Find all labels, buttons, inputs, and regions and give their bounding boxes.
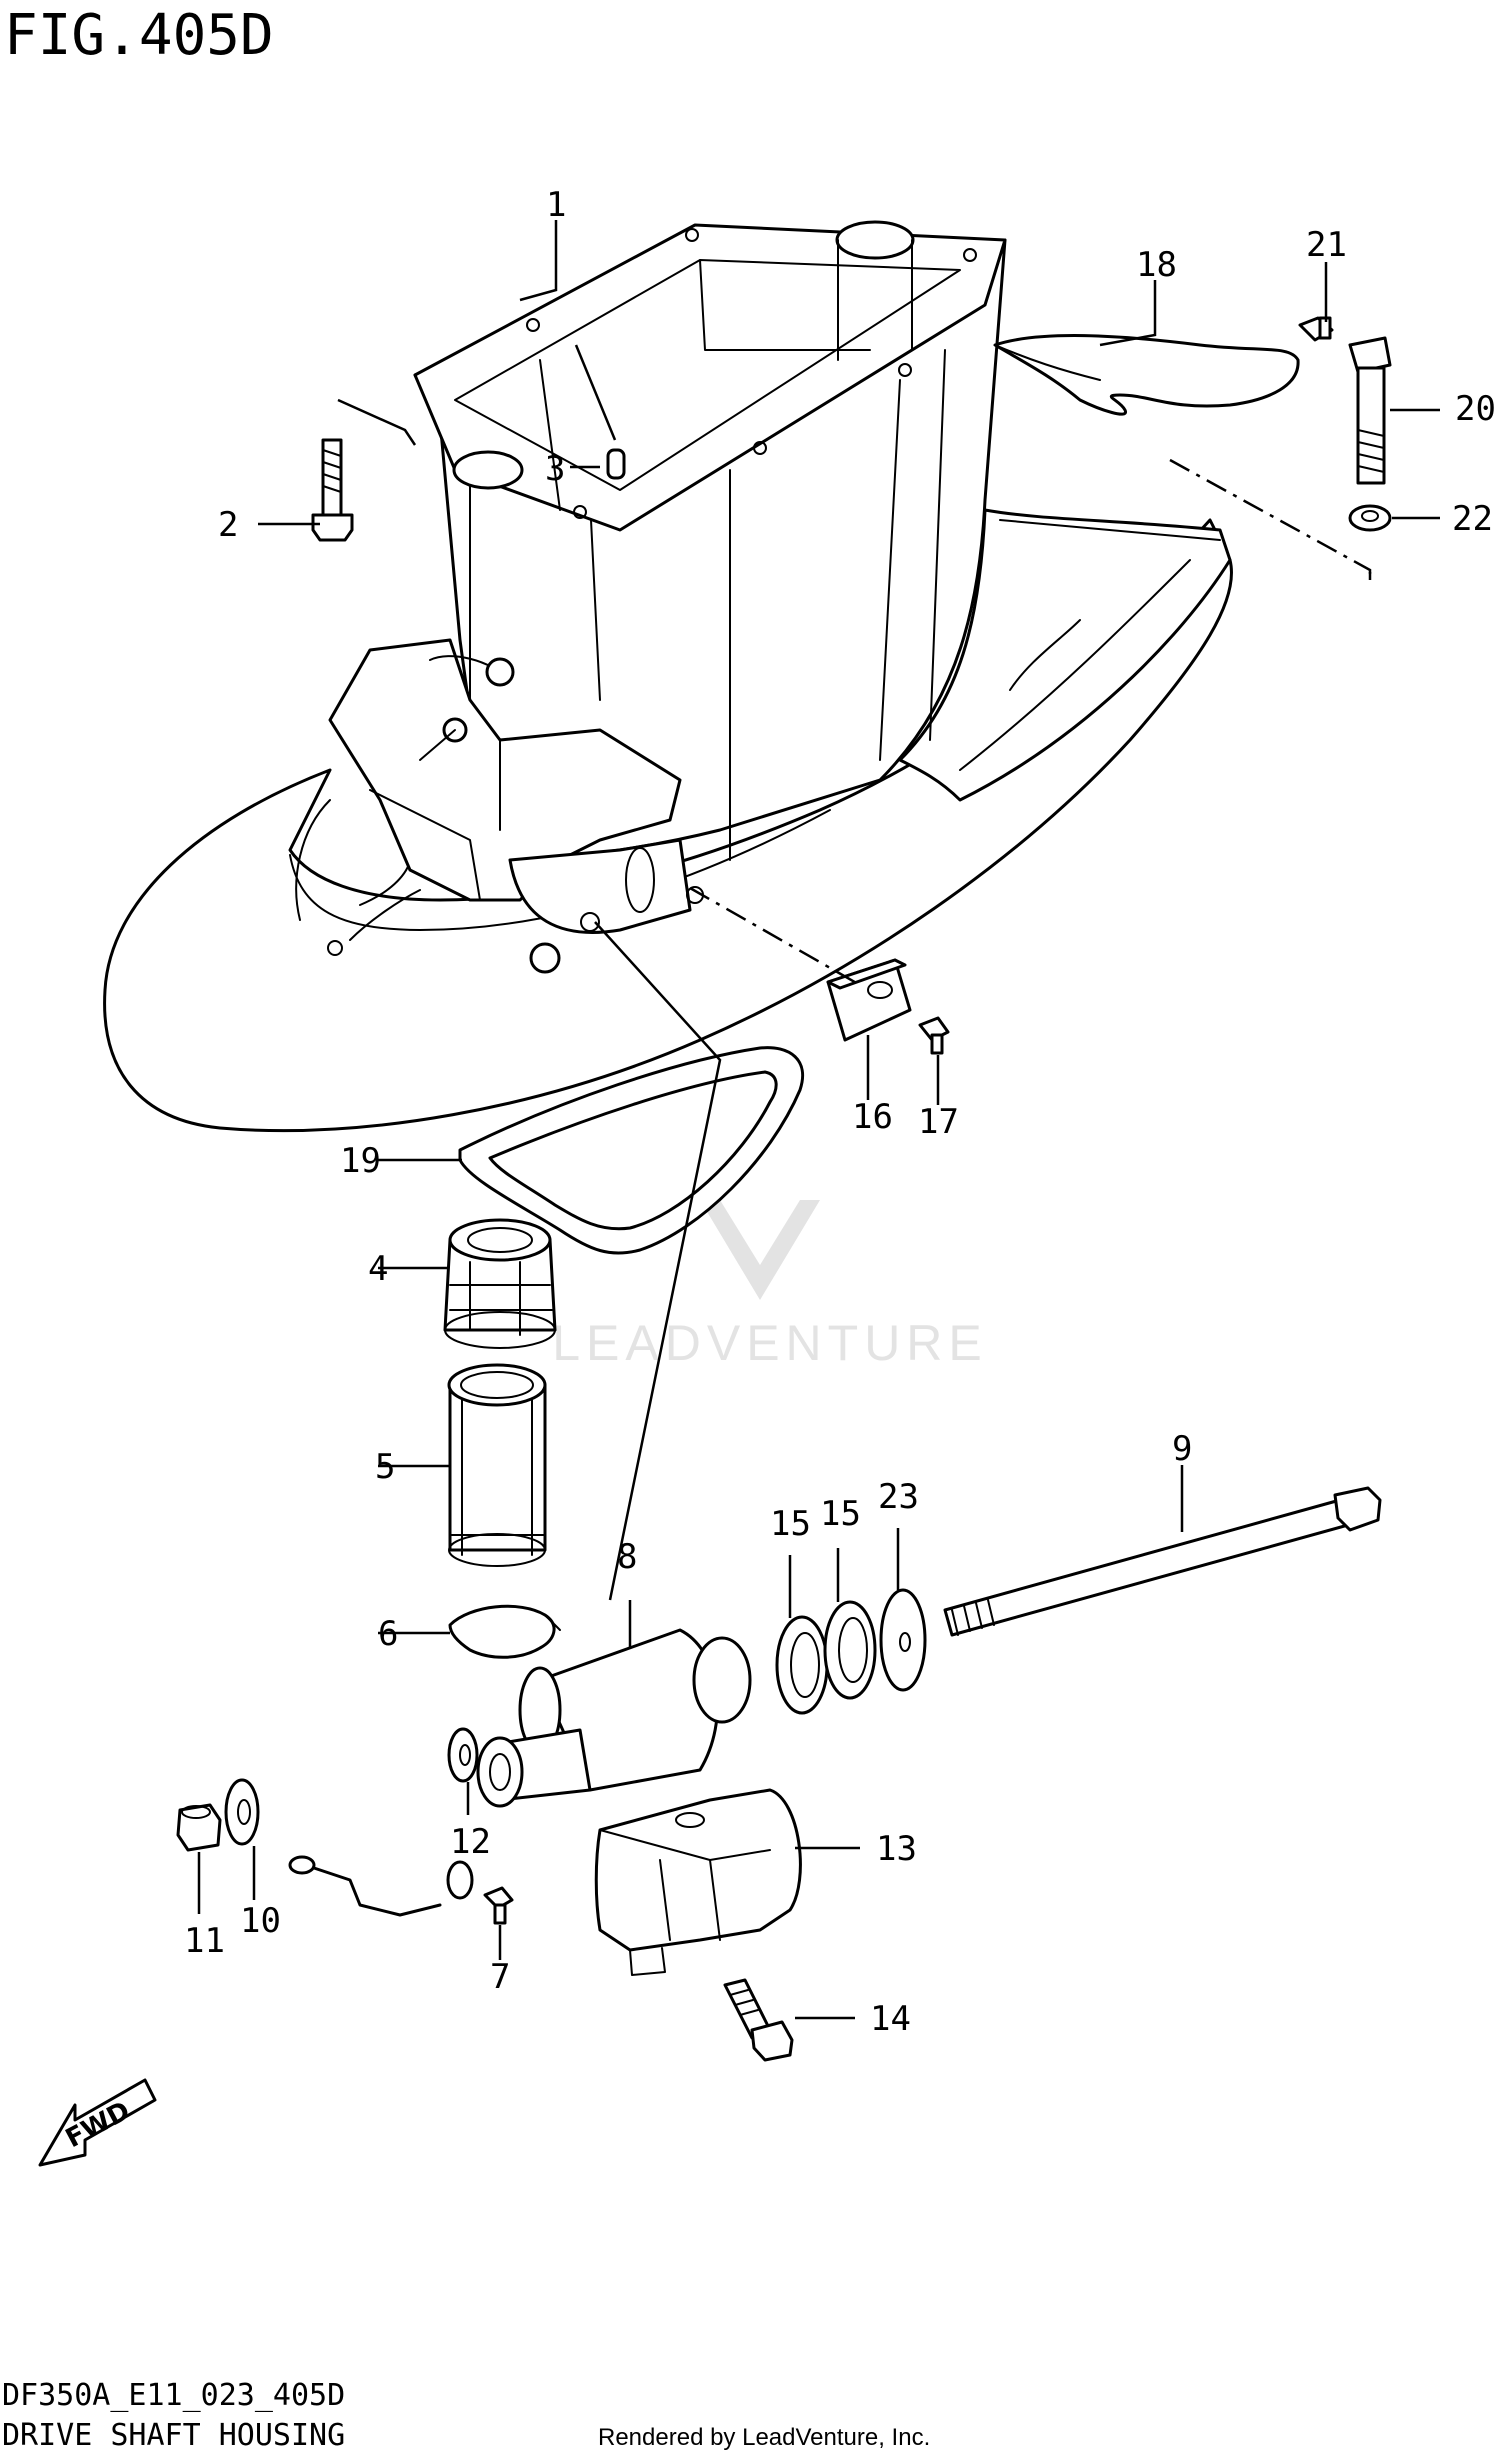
callout-11[interactable]: 11	[184, 1921, 225, 1961]
callout-1[interactable]: 1	[546, 185, 566, 225]
through-bolt-part-9[interactable]	[943, 1486, 1382, 1637]
bolt-part-14[interactable]	[723, 1978, 794, 2062]
callout-17[interactable]: 17	[918, 1102, 959, 1142]
dowel-pin-part-3[interactable]	[606, 448, 626, 480]
diagram-code: DF350A_E11_023_405D	[2, 2378, 345, 2413]
callout-19[interactable]: 19	[340, 1141, 381, 1181]
ground-wire-part-7[interactable]	[288, 1855, 514, 1925]
section-name: DRIVE SHAFT HOUSING	[2, 2418, 345, 2453]
bolt-part-2[interactable]	[311, 438, 354, 542]
washer-part-23[interactable]	[879, 1588, 927, 1692]
mount-cover-part-13[interactable]	[594, 1788, 802, 1976]
callout-23[interactable]: 23	[878, 1477, 919, 1517]
render-credit: Rendered by LeadVenture, Inc.	[598, 2424, 930, 2451]
forward-direction-arrow: FWD	[38, 2078, 157, 2167]
callout-21[interactable]: 21	[1306, 225, 1347, 265]
fwd-label: FWD	[61, 2096, 135, 2154]
callout-8[interactable]: 8	[617, 1537, 637, 1577]
callout-labels: 1 2 3 4 5 6 7 8 9 10 11 12 13 14 15 15 1…	[184, 185, 1496, 2039]
callout-7[interactable]: 7	[490, 1957, 510, 1997]
leadventure-watermark: LEADVENTURE	[552, 1200, 988, 1371]
callout-15-b[interactable]: 15	[820, 1494, 861, 1534]
clip-part-6[interactable]	[448, 1604, 561, 1659]
callout-2[interactable]: 2	[218, 505, 238, 545]
washer-part-10[interactable]	[224, 1778, 260, 1846]
callout-14[interactable]: 14	[870, 1999, 911, 2039]
bolt-part-20[interactable]	[1348, 336, 1392, 485]
washer-part-12[interactable]	[447, 1727, 479, 1783]
washer-part-15-b[interactable]	[823, 1600, 877, 1700]
callout-6[interactable]: 6	[378, 1614, 398, 1654]
washer-part-15-a[interactable]	[775, 1615, 829, 1715]
mount-part-5[interactable]	[447, 1363, 547, 1567]
washer-part-22[interactable]	[1348, 504, 1392, 532]
callout-12[interactable]: 12	[450, 1822, 491, 1862]
callout-15-a[interactable]: 15	[770, 1504, 811, 1544]
rubber-mount-part-4[interactable]	[443, 1218, 557, 1349]
drive-shaft-housing-part[interactable]	[103, 220, 1233, 1133]
anode-part-16[interactable]	[826, 958, 912, 1042]
callout-5[interactable]: 5	[375, 1447, 395, 1487]
cover-part-18[interactable]	[993, 334, 1300, 416]
seal-part-19[interactable]	[458, 1046, 805, 1255]
leader-lines	[197, 220, 1440, 2020]
callout-22[interactable]: 22	[1452, 499, 1493, 539]
figure-title: FIG.405D	[4, 3, 274, 68]
callout-16[interactable]: 16	[852, 1097, 893, 1137]
callout-9[interactable]: 9	[1172, 1429, 1192, 1469]
callout-4[interactable]: 4	[368, 1249, 388, 1289]
callout-13[interactable]: 13	[876, 1829, 917, 1869]
callout-20[interactable]: 20	[1455, 389, 1496, 429]
callout-10[interactable]: 10	[240, 1901, 281, 1941]
nut-part-11[interactable]	[176, 1803, 222, 1852]
screw-part-17[interactable]	[918, 1016, 950, 1055]
watermark-text: LEADVENTURE	[552, 1315, 988, 1371]
callout-3[interactable]: 3	[545, 449, 565, 489]
callout-18[interactable]: 18	[1136, 245, 1177, 285]
lower-mount-part-8[interactable]	[476, 1628, 752, 1808]
